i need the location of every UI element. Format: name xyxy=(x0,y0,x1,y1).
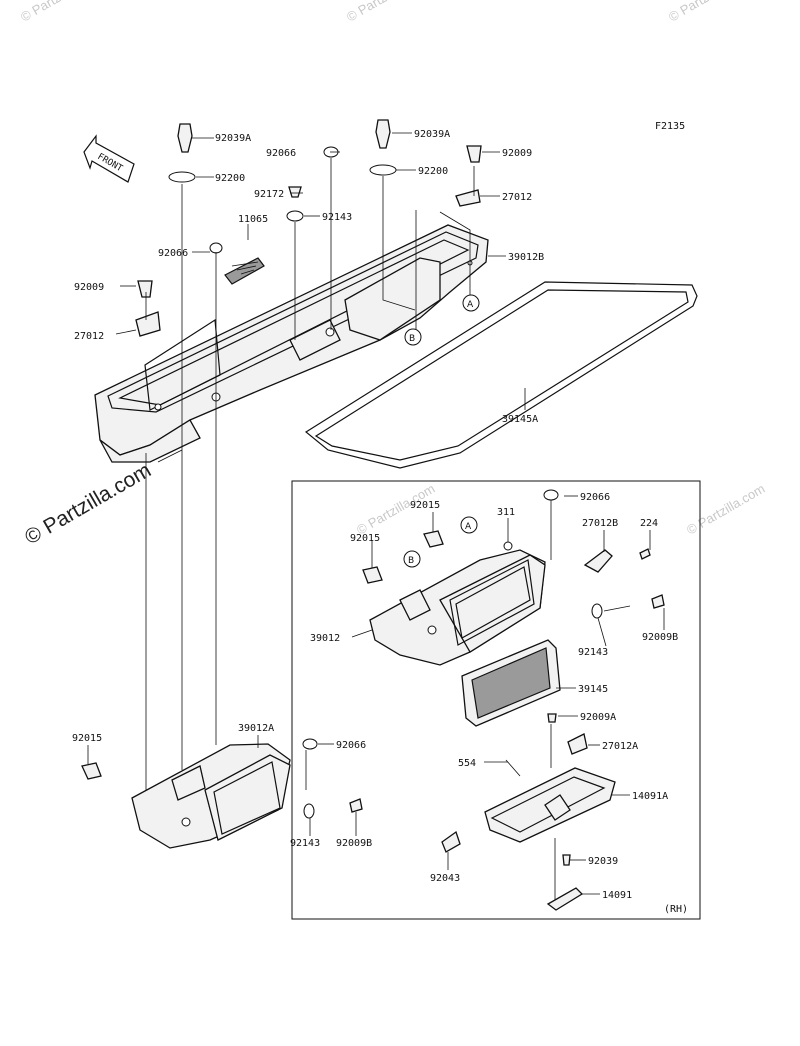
label-27012: 27012 xyxy=(74,331,104,342)
callout-b-top-label: B xyxy=(409,334,415,344)
label-92039a: 92039A xyxy=(414,129,450,140)
label-92143: 92143 xyxy=(322,212,352,223)
label-27012a: 27012A xyxy=(602,741,638,752)
callout-a-box: A xyxy=(460,516,478,534)
label-92009: 92009 xyxy=(502,148,532,159)
label-92015: 92015 xyxy=(350,533,380,544)
upper-small-parts xyxy=(135,119,482,337)
watermark-top-left: © Partzilla.com xyxy=(18,0,101,25)
label-92066: 92066 xyxy=(266,148,296,159)
label-224: 224 xyxy=(640,518,658,529)
label-92009: 92009 xyxy=(74,282,104,293)
callout-a-top-label: A xyxy=(467,300,474,310)
watermark-top-center: © Partzilla.com xyxy=(344,0,427,25)
variant-note: (RH) xyxy=(664,904,688,915)
part-labels: 92039A 92066 92200 92172 92143 11065 920… xyxy=(72,129,688,915)
label-92066: 92066 xyxy=(336,740,366,751)
main-tray-39012b xyxy=(94,224,489,463)
label-92039a: 92039A xyxy=(215,133,251,144)
label-92015: 92015 xyxy=(410,500,440,511)
label-92066: 92066 xyxy=(158,248,188,259)
label-92039: 92039 xyxy=(588,856,618,867)
watermark-mid-right: © Partzilla.com xyxy=(684,481,767,538)
detail-box xyxy=(291,480,701,920)
label-92143: 92143 xyxy=(290,838,320,849)
label-39145: 39145 xyxy=(578,684,608,695)
lid-14091a xyxy=(484,767,616,843)
box-part-39012 xyxy=(369,549,546,666)
lower-part-39012a xyxy=(81,738,363,849)
label-92015: 92015 xyxy=(72,733,102,744)
frame-39145 xyxy=(461,639,561,727)
label-39012b: 39012B xyxy=(508,252,544,263)
front-arrow-icon: FRONT xyxy=(83,134,135,183)
label-92200: 92200 xyxy=(418,166,448,177)
label-92009b: 92009B xyxy=(336,838,372,849)
label-11065: 11065 xyxy=(238,214,268,225)
callout-a-top: A xyxy=(462,294,480,312)
label-92143: 92143 xyxy=(578,647,608,658)
partzilla-watermark: © Partzilla.com xyxy=(21,459,155,550)
label-92043: 92043 xyxy=(430,873,460,884)
label-27012: 27012 xyxy=(502,192,532,203)
gasket-39145a xyxy=(304,281,698,469)
figure-code: F2135 xyxy=(655,121,685,132)
leader-lines xyxy=(145,158,556,900)
watermark-top-right: © Partzilla.com xyxy=(666,0,749,25)
callout-b-box-label: B xyxy=(408,556,414,566)
label-92066: 92066 xyxy=(580,492,610,503)
callout-b-box: B xyxy=(403,550,421,568)
label-92200: 92200 xyxy=(215,173,245,184)
label-554: 554 xyxy=(458,758,476,769)
label-ticks xyxy=(87,132,665,895)
label-92009b: 92009B xyxy=(642,632,678,643)
label-92009a: 92009A xyxy=(580,712,616,723)
label-39012: 39012 xyxy=(310,633,340,644)
callout-a-box-label: A xyxy=(465,522,472,532)
label-39012a: 39012A xyxy=(238,723,274,734)
label-92172: 92172 xyxy=(254,189,284,200)
label-14091: 14091 xyxy=(602,890,632,901)
label-14091a: 14091A xyxy=(632,791,668,802)
detail-small-parts xyxy=(362,489,665,911)
label-39145a: 39145A xyxy=(502,414,538,425)
label-27012b: 27012B xyxy=(582,518,618,529)
callout-b-top: B xyxy=(404,328,422,346)
label-311: 311 xyxy=(497,507,515,518)
